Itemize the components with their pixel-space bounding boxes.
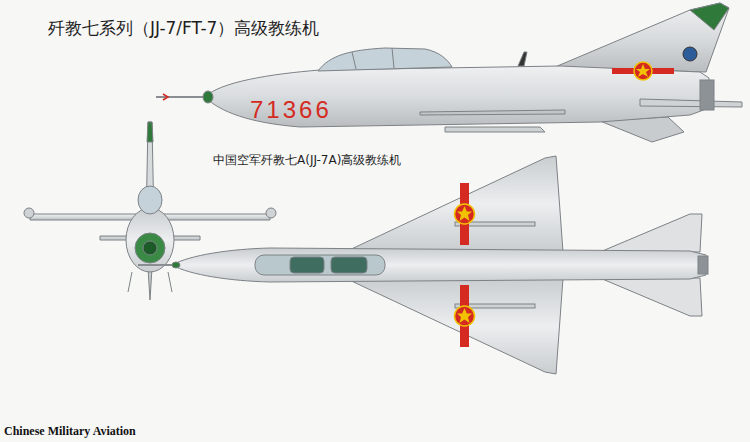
- roundel-star: [455, 204, 475, 224]
- wingtip-rail: [24, 208, 34, 218]
- intake-cone: [203, 91, 213, 103]
- star: [457, 206, 472, 221]
- nose-tip: [172, 262, 180, 268]
- roundel-star: [455, 306, 475, 326]
- canopy-frame: [352, 52, 356, 69]
- wing-lower: [345, 278, 563, 374]
- stabilizer-lower: [600, 278, 702, 316]
- fin-tip: [147, 122, 153, 142]
- intake-front: [135, 233, 165, 263]
- exhaust: [698, 256, 708, 274]
- ventral-fin-front: [148, 268, 152, 300]
- stabilizer-side: [640, 99, 742, 107]
- canopy-top: [255, 255, 385, 275]
- star: [457, 308, 472, 323]
- wing-upper: [345, 156, 563, 252]
- pitot-tube: [138, 264, 174, 266]
- landing-gear: [128, 272, 132, 292]
- watermark: Chinese Military Aviation: [4, 424, 136, 439]
- antenna: [518, 52, 527, 66]
- fin-tip: [690, 3, 729, 30]
- exhaust: [700, 80, 714, 110]
- title: 歼教七系列（JJ-7/FT-7）高级教练机: [48, 17, 319, 40]
- landing-gear: [168, 272, 172, 292]
- canopy-pane: [331, 257, 367, 273]
- wingtip-rail: [266, 208, 276, 218]
- fuselage-side: [205, 66, 709, 127]
- pitot-mark: [163, 94, 168, 100]
- canopy-side: [318, 48, 452, 71]
- top-view: [138, 156, 708, 374]
- canopy-frame: [392, 48, 394, 68]
- roundel-star: [634, 62, 652, 80]
- intake-cone: [143, 241, 157, 255]
- fuselage-top: [172, 248, 706, 282]
- pitot-tube: [156, 96, 206, 98]
- stabilizer-upper: [600, 214, 702, 252]
- caption-label: 中国空军歼教七A(JJ-7A)高级教练机: [213, 152, 401, 169]
- canopy-front: [138, 186, 162, 214]
- fuselage-front: [126, 208, 174, 272]
- star: [636, 64, 650, 77]
- pylon: [445, 127, 545, 132]
- wing-side: [420, 110, 565, 115]
- canopy-pane: [290, 257, 324, 273]
- unit-badge: [683, 47, 697, 61]
- serial-number: 71366: [250, 96, 332, 124]
